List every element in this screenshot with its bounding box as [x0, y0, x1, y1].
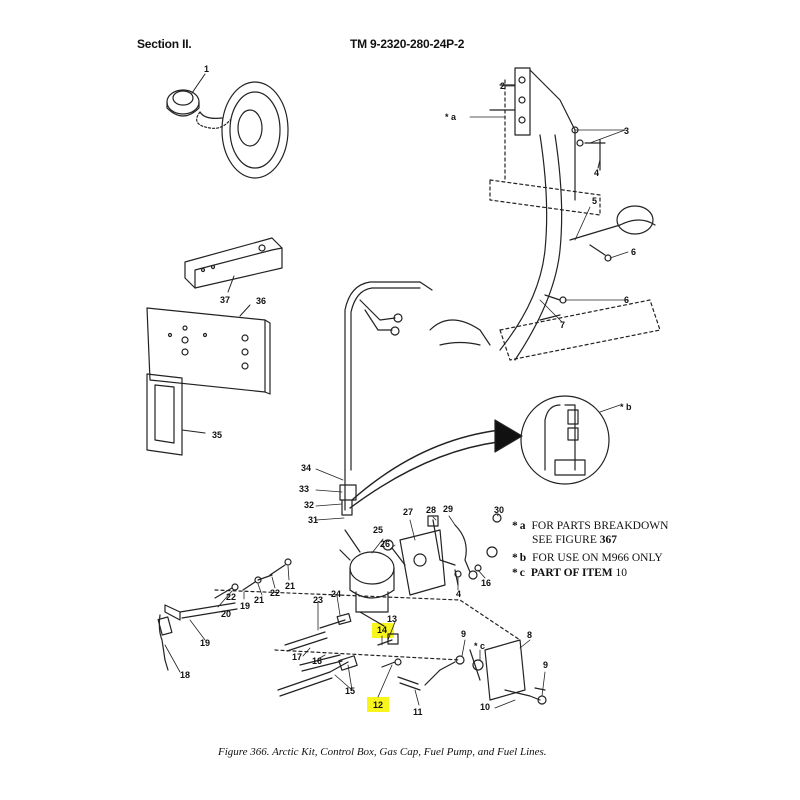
callout-30: 30 [494, 505, 504, 515]
callout-22: 22 [226, 592, 236, 602]
callout-6b: 6 [624, 295, 629, 305]
small-hardware-right [427, 513, 502, 586]
callout-10: 10 [480, 702, 490, 712]
callout-33: 33 [299, 484, 309, 494]
callout-34: 34 [301, 463, 311, 473]
callout-9b: 9 [543, 660, 548, 670]
bracket-37 [184, 237, 283, 293]
plate-36 [146, 304, 271, 395]
callout-5: 5 [592, 196, 597, 206]
callout-25: 25 [373, 525, 383, 535]
manual-number: TM 9-2320-280-24P-2 [350, 37, 465, 51]
section-label: Section II. [137, 37, 192, 51]
callout-b: * b [620, 402, 632, 412]
leader-lines [164, 85, 629, 709]
callout-28: 28 [426, 505, 436, 515]
callout-27: 27 [403, 507, 413, 517]
fuel-pump [339, 529, 446, 627]
callout-1: 1 [204, 64, 209, 74]
detail-arrow [349, 419, 523, 509]
callout-7: 7 [560, 320, 565, 330]
callout-4b: 4 [456, 589, 461, 599]
callout-11: 11 [413, 707, 423, 717]
callout-37: 37 [220, 295, 230, 305]
callout-32: 32 [304, 500, 314, 510]
callout-18: 18 [180, 670, 190, 680]
callout-22b: 22 [270, 588, 280, 598]
callout-36: 36 [256, 296, 266, 306]
highlight-12 [367, 697, 389, 712]
callout-6a: 6 [631, 247, 636, 257]
figure-caption: Figure 366. Arctic Kit, Control Box, Gas… [218, 746, 547, 758]
callout-16a: 16 [481, 578, 491, 588]
callout-35: 35 [212, 430, 222, 440]
callout-16b: 16 [312, 656, 322, 666]
callout-24: 24 [331, 589, 341, 599]
callout-3: 3 [624, 126, 629, 136]
callout-21a: 21 [254, 595, 264, 605]
callout-8: 8 [527, 630, 532, 640]
callout-19a: 19 [240, 601, 250, 611]
callout-9a: 9 [461, 629, 466, 639]
gas-cap-illustration [166, 73, 289, 179]
frame-35 [146, 373, 206, 456]
fuel-lines [157, 558, 547, 705]
callout-21b: 21 [285, 581, 295, 591]
callout-4: 4 [594, 168, 599, 178]
callout-c: * c [474, 641, 485, 651]
callout-26: 26 [380, 539, 390, 549]
callout-29: 29 [443, 504, 453, 514]
callout-13: 13 [387, 614, 397, 624]
callout-31: 31 [308, 515, 318, 525]
callout-2: 2 [500, 81, 505, 91]
callout-a: * a [445, 112, 457, 122]
callout-15: 15 [345, 686, 355, 696]
callout-12: 12 [373, 700, 383, 710]
detail-inset-b [520, 395, 610, 485]
callout-14: 14 [377, 625, 387, 635]
wiring-harness [339, 281, 433, 516]
callout-23: 23 [313, 595, 323, 605]
note-a-figure-ref: SEE FIGURE 367 [532, 534, 617, 546]
callout-20: 20 [221, 609, 231, 619]
mounting-bracket-assembly [429, 67, 661, 361]
callout-17: 17 [292, 652, 302, 662]
callout-19b: 19 [200, 638, 210, 648]
